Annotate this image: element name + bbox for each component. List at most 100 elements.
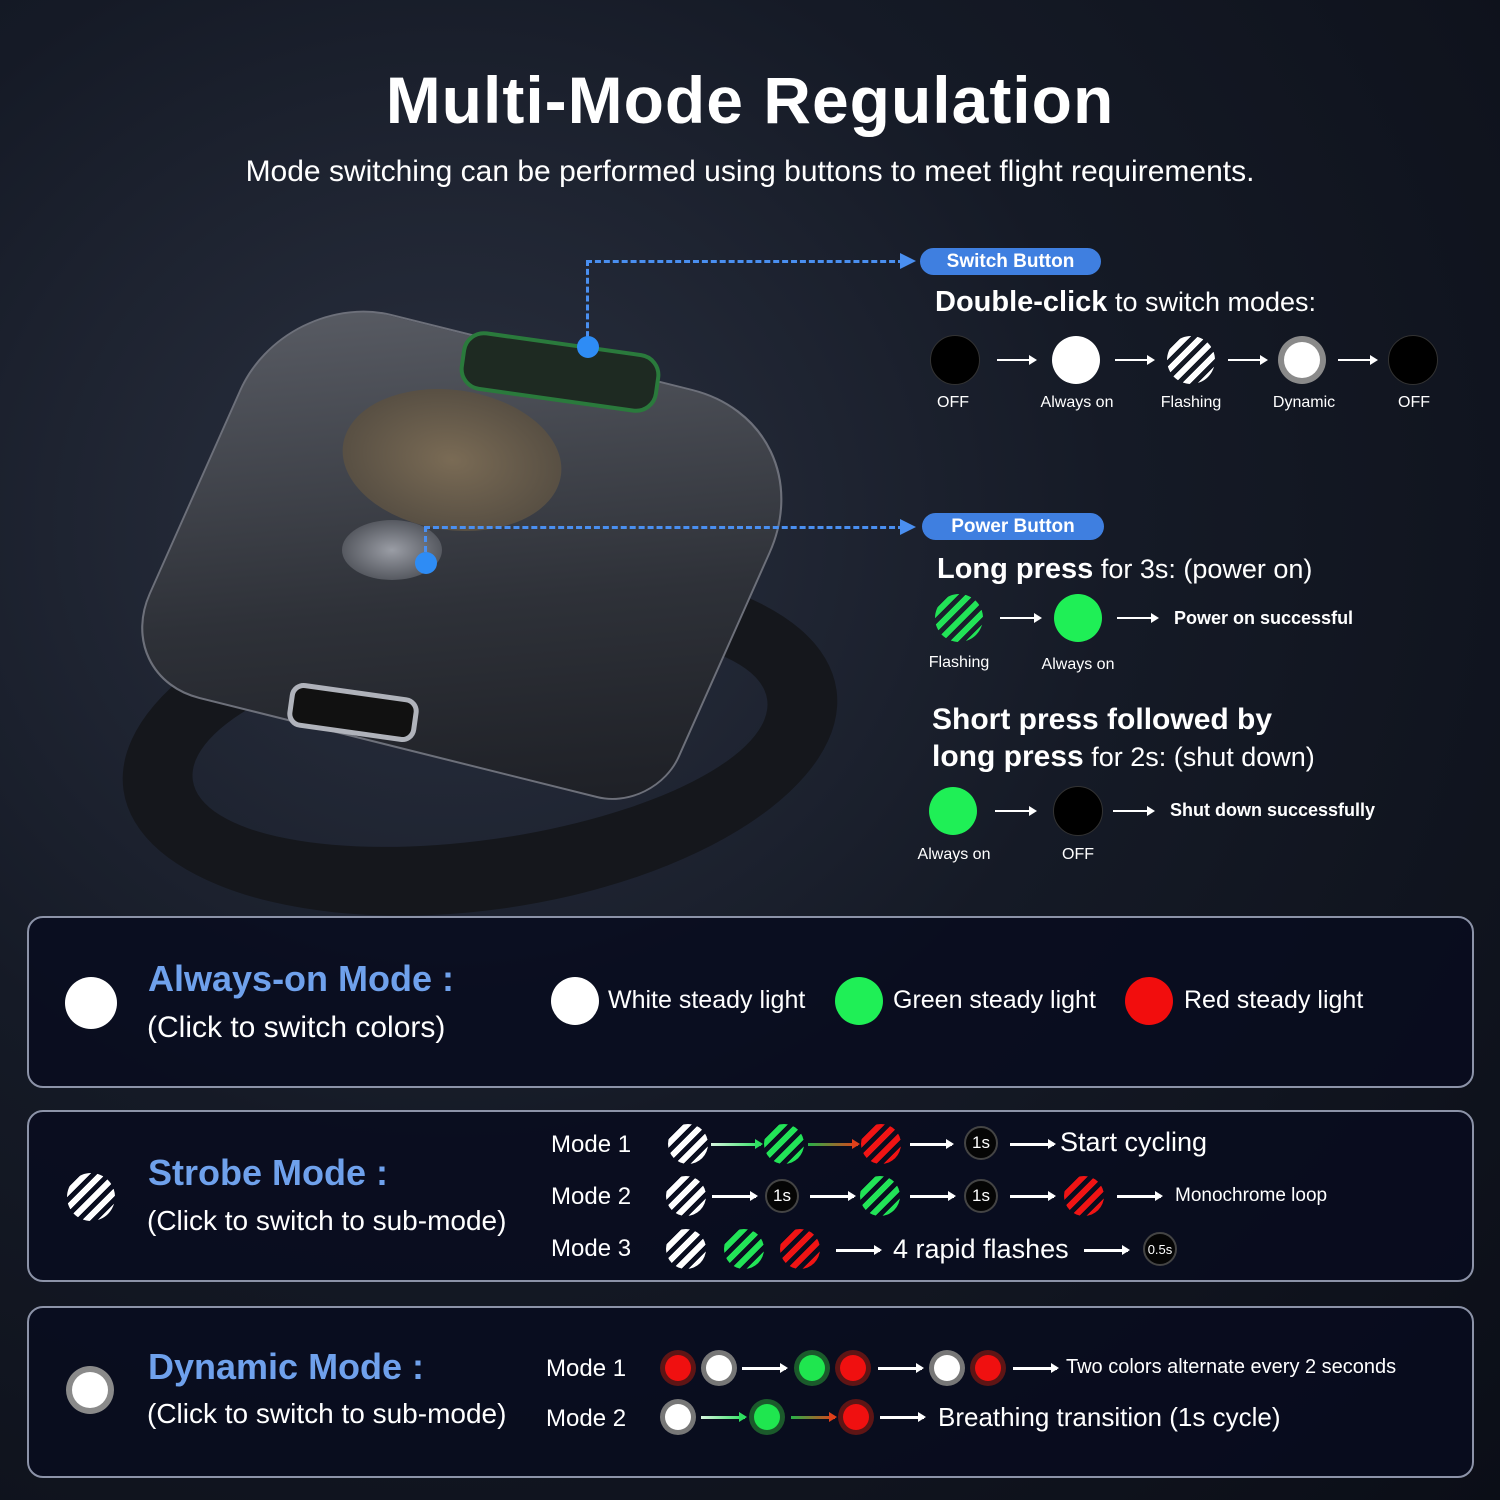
strobe-green-icon — [724, 1229, 764, 1269]
arrow-icon — [711, 1139, 763, 1149]
arrow-icon — [1013, 1363, 1059, 1373]
always-on-panel — [27, 916, 1474, 1088]
dynamic-mode-1-label: Mode 1 — [546, 1355, 627, 1382]
arrow-icon — [1228, 355, 1268, 364]
arrow-head — [900, 253, 916, 269]
arrow-icon — [1000, 613, 1042, 622]
long-press-rest: for 3s: (power on) — [1093, 554, 1313, 584]
timer-badge: 0.5s — [1143, 1232, 1177, 1266]
power-callout-line — [424, 526, 904, 529]
green-on-indicator — [929, 787, 977, 835]
switch-action: Double-click — [935, 286, 1108, 318]
arrow-icon — [1117, 1191, 1163, 1201]
green-dot — [754, 1404, 780, 1430]
seq-label: OFF — [937, 394, 969, 411]
strobe-mode-1-label: Mode 1 — [551, 1131, 632, 1158]
seq-label: Flashing — [928, 654, 990, 671]
device-illustration — [99, 287, 870, 959]
seq-label: OFF — [1062, 846, 1094, 863]
arrow-icon — [1117, 613, 1159, 622]
dynamic-icon — [72, 1372, 108, 1408]
always-on-icon — [65, 977, 117, 1029]
strobe-red-icon — [861, 1124, 901, 1164]
strobe-green-icon — [764, 1124, 804, 1164]
green-on-indicator — [1054, 594, 1102, 642]
off-indicator — [930, 335, 980, 385]
switch-button-badge: Switch Button — [920, 248, 1101, 275]
strobe-mode-2-result: Monochrome loop — [1175, 1185, 1328, 1206]
strobe-green-icon — [860, 1176, 900, 1216]
power-on-result: Power on successful — [1174, 608, 1354, 628]
arrow-icon — [836, 1245, 882, 1255]
arrow-head — [900, 519, 916, 535]
dynamic-mode-1-result: Two colors alternate every 2 seconds — [1066, 1356, 1397, 1378]
arrow-icon — [1010, 1139, 1056, 1149]
arrow-icon — [1084, 1245, 1130, 1255]
arrow-icon — [878, 1363, 924, 1373]
red-light-icon — [1125, 977, 1173, 1025]
page-title: Multi-Mode Regulation — [385, 63, 1115, 137]
always-on-subtitle: (Click to switch colors) — [147, 1011, 446, 1044]
timer-badge: 1s — [964, 1126, 998, 1160]
dynamic-indicator — [1284, 342, 1320, 378]
white-light-label: White steady light — [608, 986, 806, 1014]
arrow-icon — [810, 1191, 856, 1201]
arrow-icon — [997, 355, 1037, 364]
arrow-icon — [910, 1139, 954, 1149]
red-dot — [665, 1355, 691, 1381]
arrow-icon — [1115, 355, 1155, 364]
strobe-subtitle: (Click to switch to sub-mode) — [147, 1205, 507, 1236]
switch-button-marker — [577, 336, 599, 358]
seq-label: Flashing — [1160, 394, 1222, 411]
red-dot — [843, 1404, 869, 1430]
arrow-icon — [910, 1191, 956, 1201]
arrow-icon — [1113, 806, 1155, 815]
strobe-white-icon — [666, 1176, 706, 1216]
seq-label: Dynamic — [1272, 394, 1336, 411]
white-dot — [706, 1355, 732, 1381]
flashing-indicator — [1167, 336, 1215, 384]
power-button-badge: Power Button — [922, 513, 1104, 540]
strobe-red-icon — [1064, 1176, 1104, 1216]
strobe-title: Strobe Mode : — [148, 1152, 388, 1193]
arrow-icon — [880, 1412, 926, 1422]
dynamic-mode-2-result: Breathing transition (1s cycle) — [938, 1402, 1281, 1432]
seq-label: Always on — [1041, 656, 1115, 673]
red-dot — [840, 1355, 866, 1381]
strobe-icon — [67, 1173, 115, 1221]
red-light-label: Red steady light — [1184, 986, 1364, 1014]
green-light-icon — [835, 977, 883, 1025]
dynamic-panel — [27, 1306, 1474, 1478]
page-subtitle: Mode switching can be performed using bu… — [245, 155, 1255, 188]
arrow-icon — [995, 806, 1037, 815]
seq-label: Always on — [917, 846, 991, 863]
switch-action-rest: to switch modes: — [1107, 287, 1317, 317]
switch-callout-line — [586, 260, 589, 346]
off-indicator — [1053, 786, 1103, 836]
strobe-mode-3-label: Mode 3 — [551, 1235, 632, 1262]
strobe-white-icon — [666, 1229, 706, 1269]
arrow-icon — [1338, 355, 1378, 364]
off-indicator — [1388, 335, 1438, 385]
strobe-white-icon — [668, 1124, 708, 1164]
white-light-icon — [551, 977, 599, 1025]
green-dot — [799, 1355, 825, 1381]
arrow-icon — [808, 1139, 860, 1149]
dynamic-title: Dynamic Mode : — [148, 1346, 425, 1387]
timer-badge: 1s — [964, 1179, 998, 1213]
arrow-icon — [742, 1363, 788, 1373]
always-on-title: Always-on Mode : — [148, 958, 455, 999]
seq-label: Always on — [1040, 394, 1114, 411]
short-press-rest: for 2s: (shut down) — [1083, 742, 1315, 772]
switch-callout-line — [586, 260, 904, 263]
strobe-mode-2-label: Mode 2 — [551, 1183, 632, 1210]
arrow-icon — [701, 1412, 747, 1422]
strobe-mode-3-result: 4 rapid flashes — [893, 1234, 1069, 1264]
arrow-icon — [712, 1191, 758, 1201]
strobe-mode-1-result: Start cycling — [1060, 1127, 1208, 1157]
power-button-marker — [415, 552, 437, 574]
dynamic-subtitle: (Click to switch to sub-mode) — [147, 1398, 507, 1429]
red-dot — [975, 1355, 1001, 1381]
white-dot — [934, 1355, 960, 1381]
short-press-line1: Short press followed by — [932, 703, 1273, 736]
